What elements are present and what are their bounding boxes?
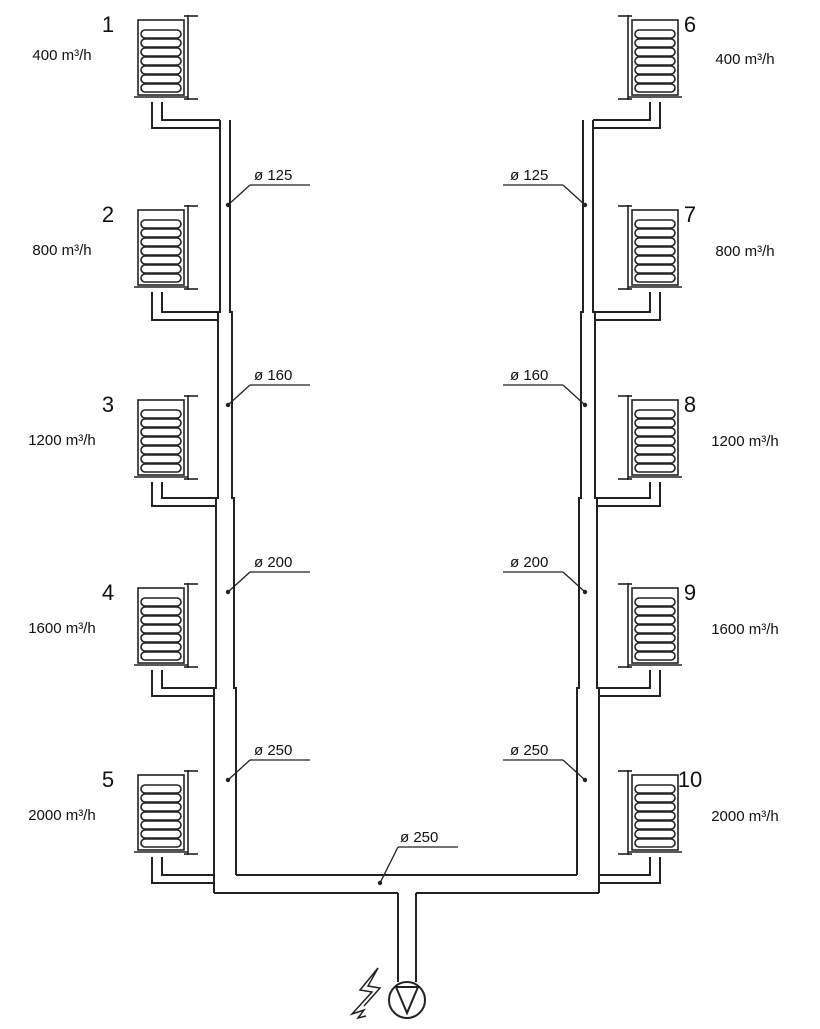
unit-number: 1 xyxy=(102,12,114,37)
unit-number: 5 xyxy=(102,767,114,792)
duct-size-labels: ø 125 ø 160 ø 200 ø 250 ø 125 ø 160 ø 200 ø 250… xyxy=(225,167,588,886)
left-duct-size-callout: ø 160 xyxy=(225,367,310,408)
coil-filter-icon xyxy=(134,15,198,100)
duct-size-label: ø 200 xyxy=(254,554,292,571)
fan-icon xyxy=(388,981,426,1019)
right-branch-duct xyxy=(599,857,661,884)
duct-size-label: ø 160 xyxy=(510,367,548,384)
air-handling-units xyxy=(134,15,682,855)
coil-filter-icon xyxy=(618,395,682,480)
coil-filter-icon xyxy=(618,583,682,668)
unit-flow-label: 800 m³/h xyxy=(32,242,91,259)
unit-flow-label: 1600 m³/h xyxy=(711,621,779,638)
left-branch-duct xyxy=(151,670,214,697)
duct-size-label: ø 160 xyxy=(254,367,292,384)
lightning-icon xyxy=(349,967,382,1020)
unit-number: 2 xyxy=(102,202,114,227)
unit-number: 3 xyxy=(102,392,114,417)
duct-size-label: ø 250 xyxy=(254,742,292,759)
unit-number: 9 xyxy=(684,580,696,605)
right-duct-size-callout: ø 125 xyxy=(503,167,588,208)
left-branch-duct xyxy=(151,482,216,507)
unit-flow-label: 1600 m³/h xyxy=(28,620,96,637)
unit-flow-label: 2000 m³/h xyxy=(28,807,96,824)
right-trunk-outer xyxy=(592,120,600,893)
unit-number: 8 xyxy=(684,392,696,417)
right-duct-size-callout: ø 200 xyxy=(503,554,588,595)
left-duct-size-callout: ø 200 xyxy=(225,554,310,595)
right-branch-duct xyxy=(595,292,661,321)
left-branch-duct xyxy=(151,292,218,321)
right-duct-size-callout: ø 160 xyxy=(503,367,588,408)
duct-size-label: ø 250 xyxy=(400,829,438,846)
header-duct-size-callout: ø 250 xyxy=(377,829,458,886)
unit-number: 6 xyxy=(684,12,696,37)
duct-size-label: ø 125 xyxy=(510,167,548,184)
unit-flow-label: 2000 m³/h xyxy=(711,808,779,825)
left-trunk-inner xyxy=(229,120,237,875)
unit-flow-label: 400 m³/h xyxy=(32,47,91,64)
unit-number: 10 xyxy=(678,767,702,792)
duct-size-label: ø 200 xyxy=(510,554,548,571)
coil-filter-icon xyxy=(618,15,682,100)
coil-filter-icon xyxy=(618,205,682,290)
coil-filter-icon xyxy=(618,770,682,855)
unit-flow-label: 800 m³/h xyxy=(715,243,774,260)
coil-filter-icon xyxy=(134,583,198,668)
unit-flow-label: 1200 m³/h xyxy=(28,432,96,449)
duct-network xyxy=(213,120,600,982)
left-duct-size-callout: ø 125 xyxy=(225,167,310,208)
duct-size-label: ø 125 xyxy=(254,167,292,184)
coil-filter-icon xyxy=(134,770,198,855)
unit-number: 4 xyxy=(102,580,114,605)
right-trunk-inner xyxy=(576,120,584,875)
right-branch-duct xyxy=(599,670,661,697)
right-branch-duct xyxy=(597,482,661,507)
left-branches xyxy=(151,102,220,884)
right-duct-size-callout: ø 250 xyxy=(503,742,588,783)
left-duct-size-callout: ø 250 xyxy=(225,742,310,783)
unit-flow-label: 400 m³/h xyxy=(715,51,774,68)
duct-size-label: ø 250 xyxy=(510,742,548,759)
left-trunk-outer xyxy=(213,120,221,893)
unit-number: 7 xyxy=(684,202,696,227)
coil-filter-icon xyxy=(134,395,198,480)
unit-flow-label: 1200 m³/h xyxy=(711,433,779,450)
left-branch-duct xyxy=(151,102,220,129)
coil-filter-icon xyxy=(134,205,198,290)
right-branch-duct xyxy=(593,102,661,129)
right-branches xyxy=(593,102,661,884)
left-branch-duct xyxy=(151,857,214,884)
fan-riser xyxy=(397,893,417,982)
